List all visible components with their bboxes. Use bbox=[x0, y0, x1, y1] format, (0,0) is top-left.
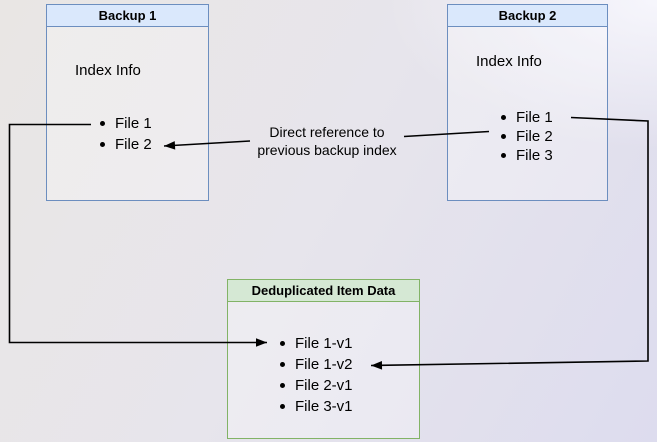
list-item: File 1 bbox=[99, 113, 152, 134]
edge-label-direct-reference: Direct reference to previous backup inde… bbox=[227, 124, 427, 159]
list-item: File 2 bbox=[500, 127, 553, 146]
list-item: File 1-v2 bbox=[279, 354, 353, 375]
edge-label-line2: previous backup index bbox=[257, 141, 397, 158]
backup1-header: Backup 1 bbox=[47, 5, 208, 27]
dedup-header: Deduplicated Item Data bbox=[228, 280, 419, 302]
backup2-index-info-label: Index Info bbox=[476, 53, 542, 70]
edge-label-line1: Direct reference to bbox=[269, 124, 385, 140]
list-item: File 3-v1 bbox=[279, 396, 353, 417]
list-item: File 1-v1 bbox=[279, 333, 353, 354]
list-item: File 3 bbox=[500, 146, 553, 165]
backup1-box: Backup 1 Index Info File 1 File 2 bbox=[46, 4, 209, 201]
list-item: File 2 bbox=[99, 134, 152, 155]
dedup-item-data-box: Deduplicated Item Data File 1-v1 File 1-… bbox=[227, 279, 420, 439]
backup1-index-info-label: Index Info bbox=[75, 62, 141, 79]
list-item: File 2-v1 bbox=[279, 375, 353, 396]
list-item: File 1 bbox=[500, 108, 553, 127]
backup2-file-list: File 1 File 2 File 3 bbox=[500, 108, 553, 165]
backup1-file-list: File 1 File 2 bbox=[99, 113, 152, 155]
backup2-box: Backup 2 Index Info File 1 File 2 File 3 bbox=[447, 4, 608, 201]
backup2-header: Backup 2 bbox=[448, 5, 607, 27]
dedup-item-list: File 1-v1 File 1-v2 File 2-v1 File 3-v1 bbox=[279, 333, 353, 417]
